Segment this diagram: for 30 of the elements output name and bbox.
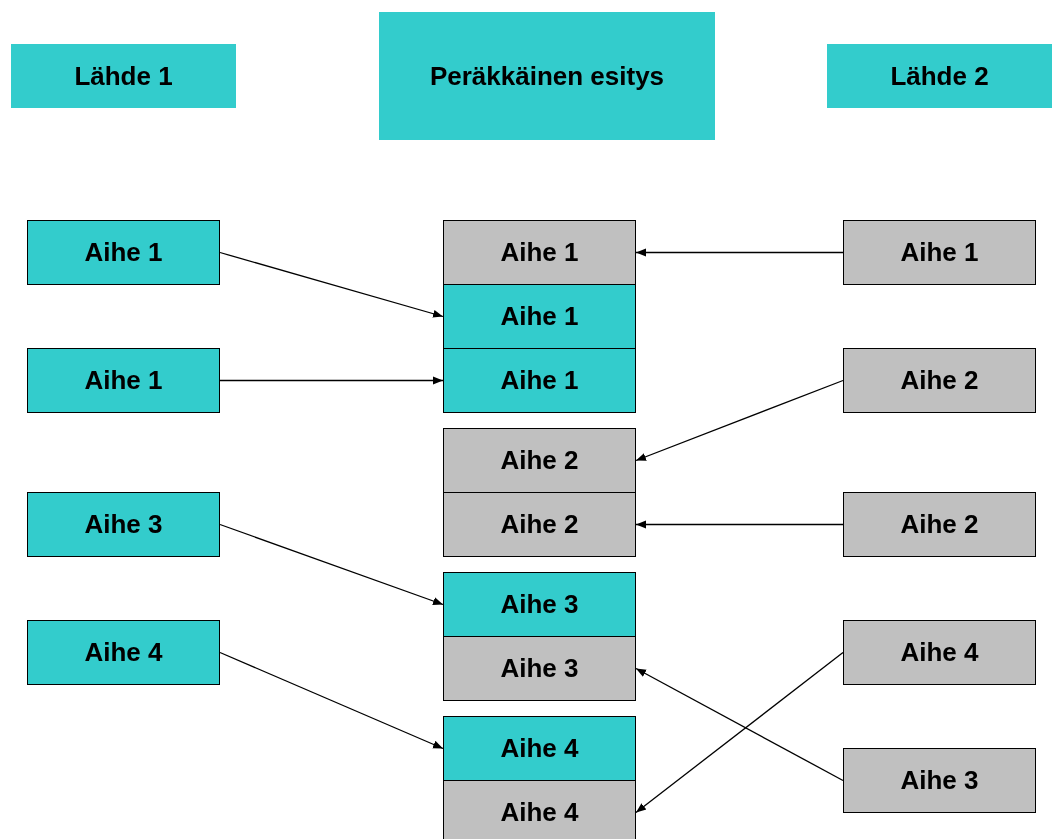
topic-box: Aihe 4 <box>843 620 1036 685</box>
arrow <box>635 379 844 462</box>
topic-box: Aihe 1 <box>443 284 636 349</box>
arrow <box>219 251 444 318</box>
topic-box: Aihe 1 <box>443 348 636 413</box>
topic-box: Aihe 1 <box>443 220 636 285</box>
topic-box: Aihe 2 <box>843 492 1036 557</box>
arrow <box>635 651 844 814</box>
arrow <box>219 523 444 606</box>
arrow <box>635 520 844 529</box>
topic-box: Aihe 2 <box>443 492 636 557</box>
header-box: Peräkkäinen esitys <box>379 12 715 140</box>
topic-box: Aihe 1 <box>27 348 220 413</box>
arrow <box>219 651 444 750</box>
topic-box: Aihe 3 <box>843 748 1036 813</box>
topic-box: Aihe 4 <box>443 780 636 839</box>
topic-box: Aihe 1 <box>843 220 1036 285</box>
topic-box: Aihe 3 <box>443 636 636 701</box>
header-box: Lähde 2 <box>827 44 1052 108</box>
topic-box: Aihe 1 <box>27 220 220 285</box>
topic-box: Aihe 3 <box>443 572 636 637</box>
arrow <box>635 248 844 257</box>
arrow <box>219 376 444 385</box>
topic-box: Aihe 4 <box>443 716 636 781</box>
header-box: Lähde 1 <box>11 44 236 108</box>
topic-box: Aihe 4 <box>27 620 220 685</box>
topic-box: Aihe 2 <box>843 348 1036 413</box>
topic-box: Aihe 3 <box>27 492 220 557</box>
topic-box: Aihe 2 <box>443 428 636 493</box>
arrow <box>635 667 844 782</box>
